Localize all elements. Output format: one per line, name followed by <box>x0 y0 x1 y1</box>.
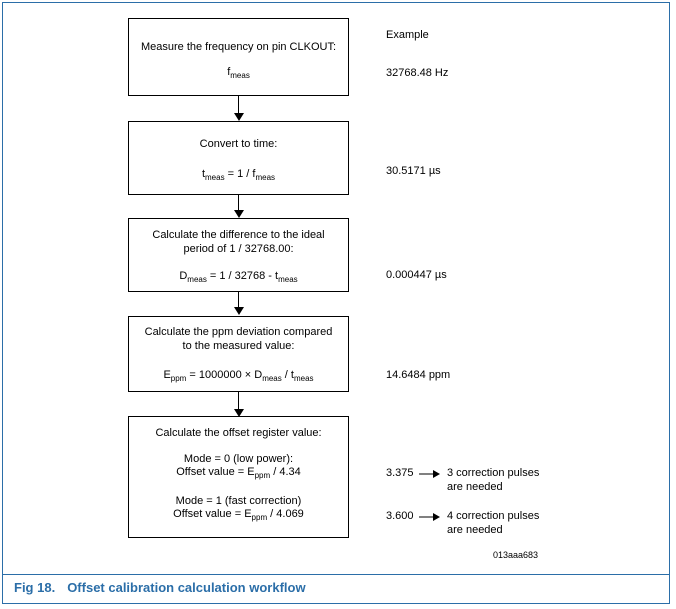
arrow-down-icon <box>234 210 244 218</box>
arrow-down-icon <box>234 409 244 417</box>
caption-title: Offset calibration calculation workflow <box>67 580 306 595</box>
arrow-down-icon <box>238 96 239 114</box>
step-text: Convert to time: <box>199 138 278 150</box>
arrow-down-icon <box>238 392 239 410</box>
step-box-offset: Calculate the offset register value: Mod… <box>128 416 349 538</box>
example-value: 32768.48 Hz <box>386 67 449 79</box>
caption-number: Fig 18. <box>14 580 56 595</box>
figure-code: 013aaa683 <box>493 550 539 560</box>
step-box-difference: Calculate the difference to the ideal pe… <box>128 218 349 292</box>
arrow-down-icon <box>234 307 244 315</box>
step-box-convert: Convert to time: tmeas = 1 / fmeas <box>128 121 349 195</box>
example-value: 30.5171 µs <box>386 165 441 177</box>
example-value: 0.000447 µs <box>386 269 447 281</box>
mode-0-label: Mode = 0 (low power): <box>183 453 294 465</box>
step-box-ppm: Calculate the ppm deviation compared to … <box>128 316 349 392</box>
example-note: 4 correction pulses <box>447 510 540 522</box>
step-formula: fmeas <box>227 66 250 80</box>
step-text: Calculate the difference to the ideal <box>152 229 325 241</box>
example-header: Example <box>386 29 429 41</box>
caption-divider <box>3 574 669 575</box>
example-value: 14.6484 ppm <box>386 369 451 381</box>
example-value: 3.375 <box>386 467 414 479</box>
step-text: period of 1 / 32768.00: <box>183 243 294 255</box>
arrow-right-icon <box>419 513 440 521</box>
figure-caption: Fig 18. Offset calibration calculation wo… <box>14 580 306 595</box>
example-note: are needed <box>447 524 503 536</box>
example-note: 3 correction pulses <box>447 467 540 479</box>
arrow-down-icon <box>234 113 244 121</box>
mode-0-formula: Offset value = Eppm / 4.34 <box>176 466 301 480</box>
arrow-down-icon <box>238 195 239 211</box>
step-formula: tmeas = 1 / fmeas <box>201 168 276 182</box>
figure-frame <box>2 2 670 604</box>
arrow-down-icon <box>238 292 239 308</box>
step-text: to the measured value: <box>182 340 295 352</box>
mode-1-formula: Offset value = Eppm / 4.069 <box>173 508 304 522</box>
arrow-right-icon <box>419 470 440 478</box>
mode-1-label: Mode = 1 (fast correction) <box>175 495 302 507</box>
step-box-measure: Measure the frequency on pin CLKOUT: fme… <box>128 18 349 96</box>
step-text: Calculate the offset register value: <box>155 427 322 439</box>
example-note: are needed <box>447 481 503 493</box>
step-formula: Eppm = 1000000 × Dmeas / tmeas <box>163 369 314 383</box>
example-value: 3.600 <box>386 510 414 522</box>
step-text: Measure the frequency on pin CLKOUT: <box>140 41 337 53</box>
step-text: Calculate the ppm deviation compared <box>144 326 333 338</box>
step-formula: Dmeas = 1 / 32768 - tmeas <box>179 270 298 284</box>
